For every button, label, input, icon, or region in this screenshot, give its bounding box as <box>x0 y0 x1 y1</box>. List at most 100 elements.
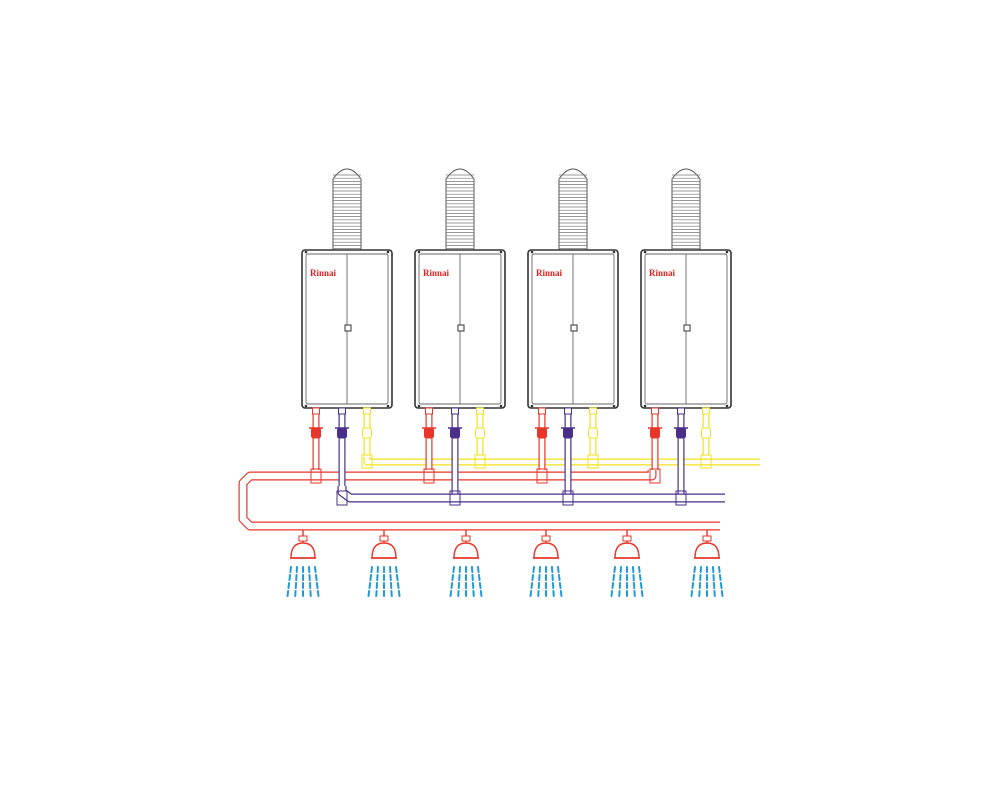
valve <box>451 428 460 438</box>
water-drop <box>453 567 454 572</box>
water-drop <box>641 583 642 588</box>
valve <box>312 428 321 438</box>
valve <box>338 428 347 438</box>
shower-5 <box>612 530 643 596</box>
water-drop <box>451 583 452 588</box>
water-drop <box>480 583 481 588</box>
brand-logo: Rinnai <box>649 268 676 278</box>
flue-vent <box>559 169 587 250</box>
water-drop <box>396 567 397 572</box>
water-drop <box>479 575 480 580</box>
cold-header <box>342 486 725 498</box>
fitting <box>652 408 659 414</box>
fitting <box>678 408 685 414</box>
water-drop <box>452 575 453 580</box>
water-drop <box>316 575 317 580</box>
water-drop <box>397 575 398 580</box>
brand-logo: Rinnai <box>536 268 563 278</box>
shower-head-icon <box>454 543 478 558</box>
water-spray <box>692 567 723 596</box>
brand-logo: Rinnai <box>310 268 337 278</box>
valve <box>363 428 372 438</box>
control-panel-icon <box>684 325 690 331</box>
fitting <box>703 408 710 414</box>
shower-fitting <box>462 536 470 541</box>
fitting <box>426 408 433 414</box>
shower-2 <box>369 530 400 596</box>
water-drop <box>288 583 289 588</box>
shower-4 <box>531 530 562 596</box>
shower-fitting <box>703 536 711 541</box>
water-drop <box>398 583 399 588</box>
valve <box>538 428 547 438</box>
water-drop <box>369 583 370 588</box>
water-spray <box>288 567 319 596</box>
valve <box>589 428 598 438</box>
valve <box>651 428 660 438</box>
water-drop <box>612 583 613 588</box>
water-drop <box>721 583 722 588</box>
fitting <box>364 408 371 414</box>
shower-fitting <box>542 536 550 541</box>
flue-vent <box>333 169 361 250</box>
water-drop <box>561 591 562 596</box>
water-drop <box>614 567 615 572</box>
water-drop <box>560 583 561 588</box>
shower-head-icon <box>291 543 315 558</box>
water-drop <box>451 591 452 596</box>
water-drop <box>722 591 723 596</box>
water-spray <box>612 567 643 596</box>
water-drop <box>317 583 318 588</box>
heater-3: Rinnai <box>528 169 618 438</box>
water-drop <box>533 567 534 572</box>
control-panel-icon <box>458 325 464 331</box>
water-drop <box>290 567 291 572</box>
fitting <box>452 408 459 414</box>
flue-vent <box>672 169 700 250</box>
heater-4: Rinnai <box>641 169 731 438</box>
shower-head-icon <box>695 543 719 558</box>
valve <box>564 428 573 438</box>
water-drop <box>719 567 720 572</box>
water-drop <box>642 591 643 596</box>
shower-head-icon <box>534 543 558 558</box>
water-drop <box>531 583 532 588</box>
water-drop <box>288 591 289 596</box>
water-drop <box>370 575 371 580</box>
fitting <box>477 408 484 414</box>
water-drop <box>692 583 693 588</box>
water-drop <box>481 591 482 596</box>
fitting <box>539 408 546 414</box>
water-spray <box>451 567 482 596</box>
valve <box>677 428 686 438</box>
water-drop <box>559 575 560 580</box>
fitting <box>590 408 597 414</box>
fitting <box>339 408 346 414</box>
water-drop <box>558 567 559 572</box>
valve <box>476 428 485 438</box>
heater-1: Rinnai <box>302 169 392 438</box>
water-drop <box>399 591 400 596</box>
valve <box>425 428 434 438</box>
control-panel-icon <box>345 325 351 331</box>
fitting <box>313 408 320 414</box>
water-drop <box>692 591 693 596</box>
heater-2: Rinnai <box>415 169 505 438</box>
water-drop <box>613 575 614 580</box>
shower-heads <box>288 530 723 596</box>
water-drop <box>532 575 533 580</box>
water-drop <box>531 591 532 596</box>
shower-head-icon <box>615 543 639 558</box>
valve <box>702 428 711 438</box>
shower-1 <box>288 530 319 596</box>
water-spray <box>369 567 400 596</box>
water-drop <box>318 591 319 596</box>
shower-fitting <box>623 536 631 541</box>
water-drop <box>369 591 370 596</box>
flue-vent <box>446 169 474 250</box>
water-drop <box>720 575 721 580</box>
water-spray <box>531 567 562 596</box>
water-drop <box>371 567 372 572</box>
water-drop <box>639 567 640 572</box>
